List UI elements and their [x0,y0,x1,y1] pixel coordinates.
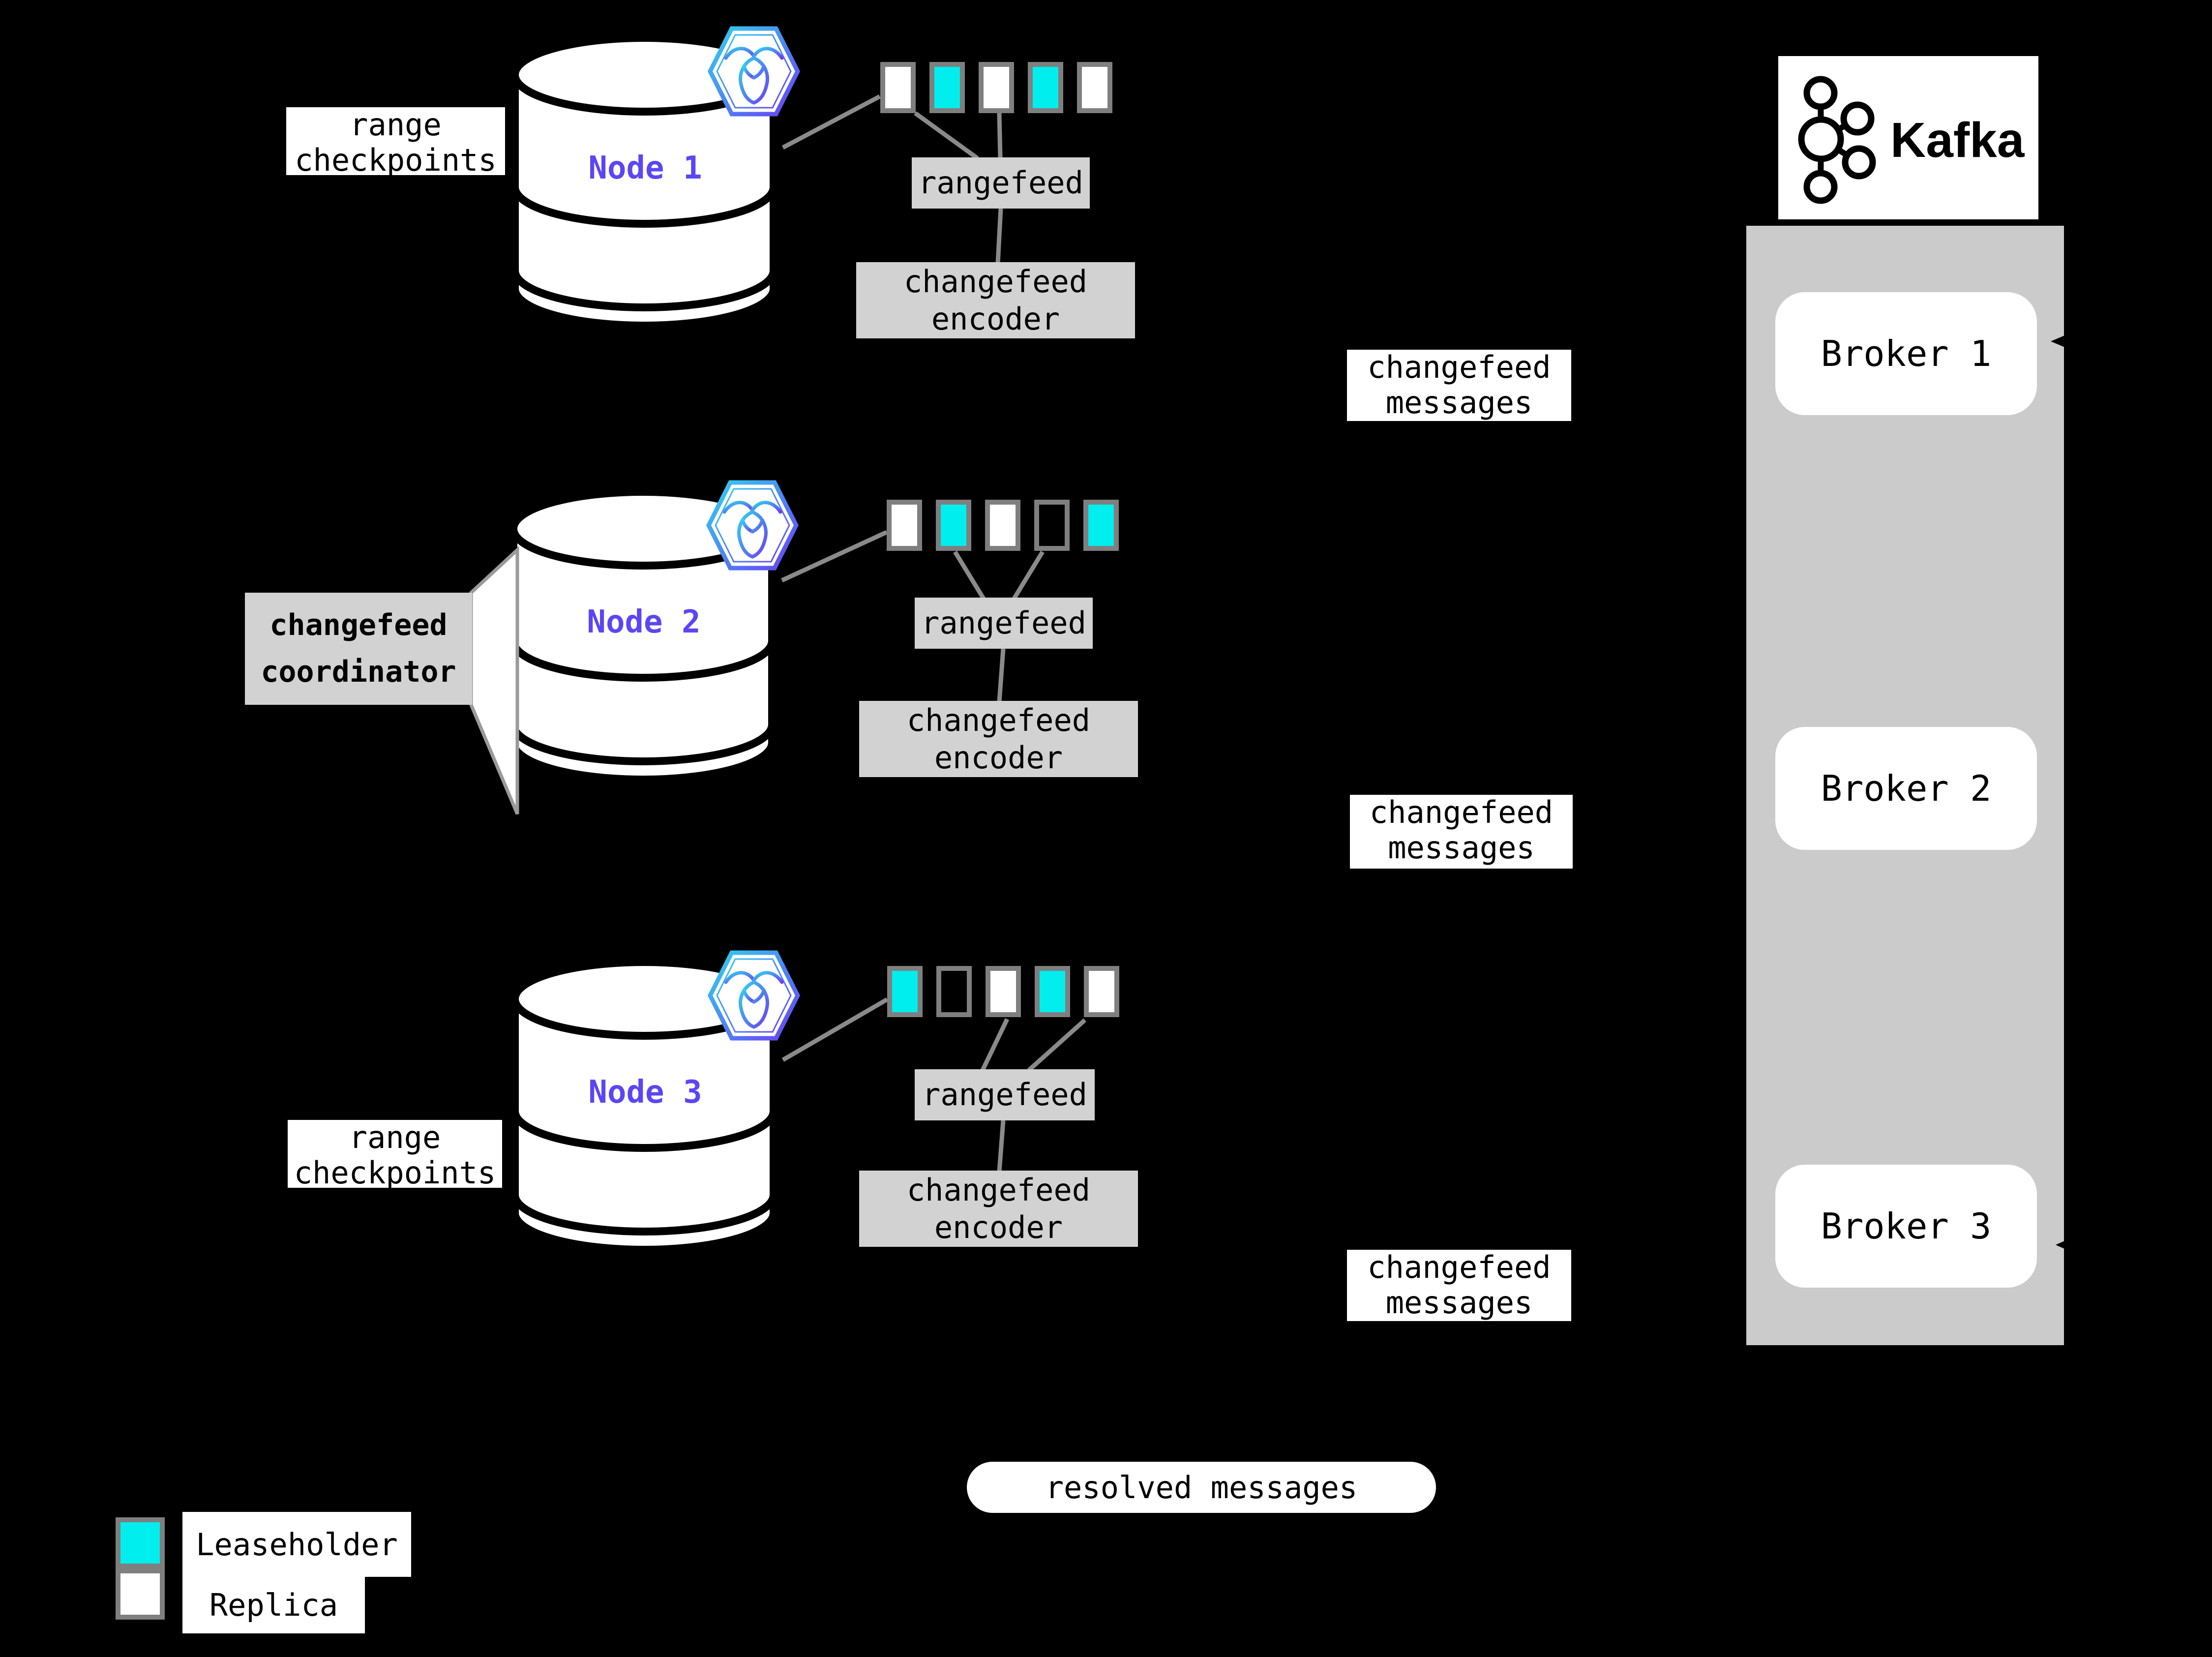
legend-label: Leaseholder [182,1512,411,1577]
encoder-label-line: changefeed [906,702,1091,738]
changefeed-encoder-box: changefeed encoder [859,1171,1138,1247]
rangefeed-box: rangefeed [915,598,1093,649]
kafka-wordmark: Kafka [1890,113,2025,168]
leaseholder-range-square [929,62,965,113]
replica-range-square [1077,62,1112,113]
rangefeed-box: rangefeed [915,1069,1095,1120]
label-line: range [350,107,442,143]
changefeed-messages-label: changefeed messages [1347,1250,1571,1321]
leaseholder-range-square [1035,966,1070,1017]
changefeed-messages-label: changefeed messages [1350,795,1573,869]
leaseholder-range-square [1028,62,1063,113]
label-line: range [349,1120,441,1155]
rangefeed-label: rangefeed [918,165,1083,201]
broker-box: Broker 2 [1775,727,2037,850]
label-line: checkpoints [295,142,497,176]
broker-box: Broker 3 [1775,1165,2037,1288]
cockroachdb-logo-icon [706,480,799,571]
label-line: messages [1385,385,1533,421]
leaseholder-range-square [936,500,971,551]
node-label: Node 1 [588,150,702,186]
leaseholder-range-square [1083,500,1119,551]
legend-replica-swatch [116,1568,165,1620]
label-line: checkpoints [294,1155,496,1188]
coordinator-label-line: changefeed [269,608,448,642]
replica-range-square [880,62,916,113]
replica-range-square [887,500,922,551]
coordinator-label-line: coordinator [261,655,456,689]
label-line: messages [1385,1285,1533,1321]
range-checkpoints-label: range checkpoints [286,107,505,175]
node-2-database-cylinder [509,488,776,783]
range-squares-row [887,966,1119,1017]
replica-range-square [979,62,1014,113]
encoder-label-line: encoder [934,739,1063,776]
kafka-logo-box: Kafka [1778,56,2038,219]
changefeed-coordinator-callout: changefeed coordinator [245,593,472,705]
node-3-database-cylinder [511,958,777,1254]
label-line: changefeed [1367,1250,1551,1285]
label-line: changefeed [1369,795,1554,830]
broker-box: Broker 1 [1775,292,2037,415]
cockroachdb-logo-icon [707,26,801,117]
legend-label: Replica [182,1577,365,1633]
cockroachdb-logo-icon [707,950,801,1041]
encoder-label-line: changefeed [903,263,1088,300]
node-label: Node 2 [587,604,701,640]
range-checkpoints-label: range checkpoints [288,1120,502,1188]
changefeed-encoder-box: changefeed encoder [859,701,1138,777]
rangefeed-label: rangefeed [921,605,1086,641]
leaseholder-range-square [887,966,923,1017]
replica-range-square [1084,966,1119,1017]
label-line: messages [1388,830,1535,866]
empty-range-square [1034,500,1070,551]
node-label: Node 3 [588,1074,702,1111]
arrowhead-icon [2056,1241,2064,1249]
rangefeed-label: rangefeed [922,1077,1087,1113]
connector-lines-node-2 [781,530,1045,702]
replica-range-square [985,500,1020,551]
connector-lines-node-1 [781,94,1003,264]
arrowhead-icon [2051,333,2069,349]
label-line: changefeed [1367,350,1551,385]
legend-leaseholder-swatch [116,1517,165,1568]
changefeed-encoder-box: changefeed encoder [856,262,1135,338]
encoder-label-line: changefeed [906,1172,1091,1208]
encoder-label-line: encoder [934,1209,1063,1245]
arrowhead-icon [237,639,249,647]
resolved-messages-pill: resolved messages [967,1462,1436,1513]
encoder-label-line: encoder [931,301,1060,337]
replica-range-square [986,966,1021,1017]
connector-lines-node-3 [781,997,1087,1172]
range-squares-row [887,500,1119,551]
changefeed-messages-label: changefeed messages [1347,350,1571,421]
rangefeed-box: rangefeed [912,157,1090,209]
range-squares-row [880,62,1112,113]
empty-range-square [936,966,972,1017]
coordinator-callout-flap [469,545,519,815]
kafka-logo-icon [1798,76,1876,204]
